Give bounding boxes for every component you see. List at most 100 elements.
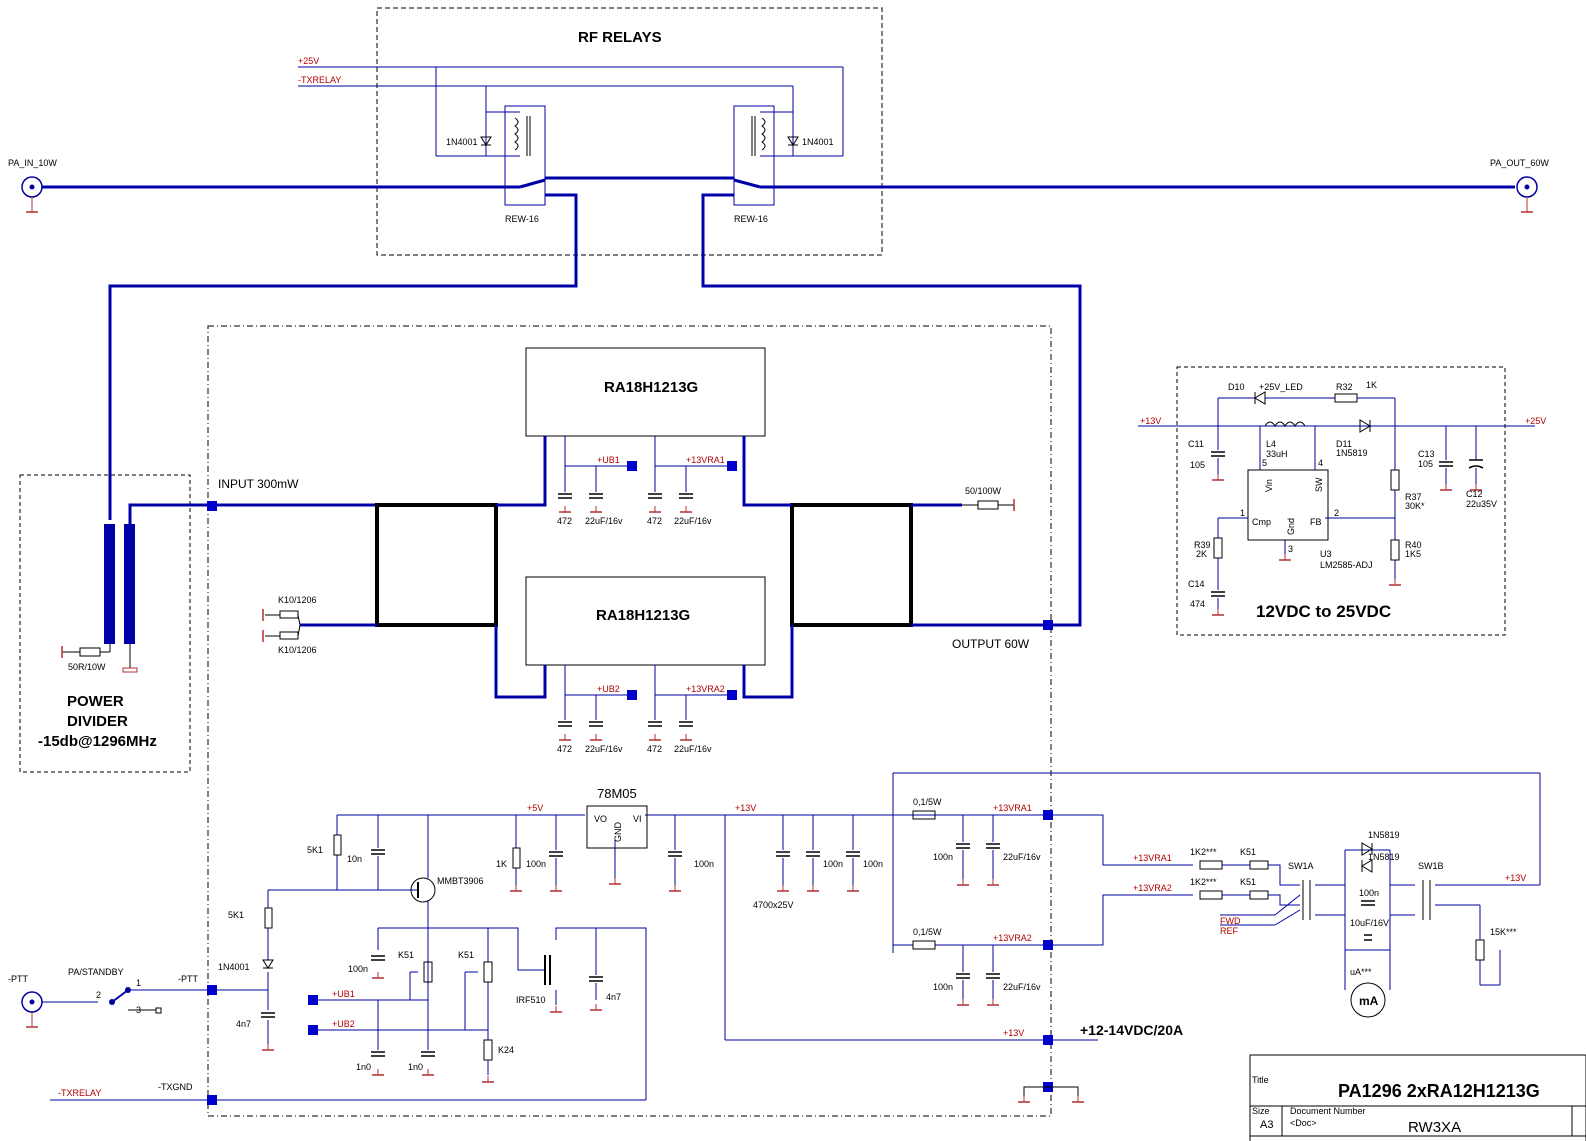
sw-pin-3: 3 bbox=[136, 1005, 141, 1015]
divider-title-2: DIVIDER bbox=[67, 713, 128, 730]
output-label: OUTPUT 60W bbox=[952, 637, 1030, 651]
title-block: Title PA1296 2xRA12H1213G Size A3 Docume… bbox=[1249, 1054, 1586, 1141]
conv-u3: U3 bbox=[1320, 549, 1332, 559]
cap-22u-4: 22uF/16v bbox=[674, 744, 712, 754]
k51-2: K51 bbox=[458, 950, 474, 960]
net-ub1-bias: +UB1 bbox=[332, 989, 355, 999]
relay-right bbox=[733, 105, 775, 206]
conv-r40v: 1K5 bbox=[1405, 549, 1421, 559]
conv-r39v: 2K bbox=[1196, 549, 1207, 559]
r-5k1-1: 5K1 bbox=[307, 845, 323, 855]
c-10n: 10n bbox=[347, 854, 362, 864]
reg-gnd: GND bbox=[613, 822, 623, 843]
c-100n-6: 100n bbox=[933, 982, 953, 992]
net-ub1: +UB1 bbox=[597, 455, 620, 465]
conv-c14v: 474 bbox=[1190, 599, 1205, 609]
cap-22u-3: 22uF/16v bbox=[585, 744, 623, 754]
module-bottom bbox=[525, 576, 766, 666]
pa-in-connector: PA_IN_10W bbox=[8, 158, 57, 213]
r-1k2-2: 1K2*** bbox=[1190, 877, 1217, 887]
pa-in-label: PA_IN_10W bbox=[8, 158, 57, 168]
rf-relays-title: RF RELAYS bbox=[578, 29, 662, 46]
cap-472-2: 472 bbox=[647, 516, 662, 526]
net-vra2-top: +13VRA2 bbox=[686, 684, 725, 694]
amplifier-board: INPUT 300mW OUTPUT 60W RA18H1213G RA18H1… bbox=[8, 325, 1541, 1117]
c-100n-4: 100n bbox=[863, 859, 883, 869]
r-5k1-2: 5K1 bbox=[228, 910, 244, 920]
title-label: Title bbox=[1252, 1075, 1269, 1085]
k51-3: K51 bbox=[1240, 847, 1256, 857]
c-10u: 10uF/16V bbox=[1350, 918, 1389, 928]
conv-fb: FB bbox=[1310, 517, 1322, 527]
relay-left-name: REW-16 bbox=[505, 214, 539, 224]
ua-label: uA*** bbox=[1350, 967, 1372, 977]
cap-22u-1: 22uF/16v bbox=[585, 516, 623, 526]
r-01-2: 0,1/5W bbox=[913, 927, 942, 937]
q-mmbt3906: MMBT3906 bbox=[437, 876, 484, 886]
meter-symbol: mA bbox=[1359, 994, 1379, 1008]
conv-r37: R37 bbox=[1405, 492, 1422, 502]
input-label: INPUT 300mW bbox=[218, 477, 299, 491]
net-13v-meter: +13V bbox=[1505, 873, 1526, 883]
conv-r37v: 30K* bbox=[1405, 501, 1425, 511]
c-100n-2: 100n bbox=[694, 859, 714, 869]
module-top bbox=[525, 347, 766, 437]
conv-gnd: Gnd bbox=[1286, 518, 1296, 535]
relay-diode-right: 1N4001 bbox=[802, 137, 834, 147]
cap-472-4: 472 bbox=[647, 744, 662, 754]
divider-title-3: -15db@1296MHz bbox=[38, 733, 157, 750]
conv-c11v: 105 bbox=[1190, 460, 1205, 470]
divider-term-label: 50R/10W bbox=[68, 662, 106, 672]
conv-in-net: +13V bbox=[1140, 416, 1161, 426]
d-1n5819-2: 1N5819 bbox=[1368, 852, 1400, 862]
conv-r32: R32 bbox=[1336, 382, 1353, 392]
size-label: Size bbox=[1252, 1106, 1270, 1116]
net-vra2-rail: +13VRA2 bbox=[993, 933, 1032, 943]
rf-relays-section: RF RELAYS +25V -TXRELAY 1N4001 1N4001 RE… bbox=[298, 7, 883, 256]
conv-d11: D11 bbox=[1336, 439, 1352, 449]
doc-value: <Doc> bbox=[1290, 1118, 1317, 1128]
pa-out-connector: PA_OUT_60W bbox=[1490, 158, 1549, 213]
conv-c13: C13 bbox=[1418, 449, 1435, 459]
net-txrelay-bottom: -TXRELAY bbox=[58, 1088, 101, 1098]
c-100n-1: 100n bbox=[526, 859, 546, 869]
reg-vi: VI bbox=[633, 814, 642, 824]
relay-diode-left: 1N4001 bbox=[446, 137, 478, 147]
conv-l4v: 33uH bbox=[1266, 449, 1288, 459]
conv-p3: 3 bbox=[1288, 544, 1293, 554]
sw1a-label: SW1A bbox=[1288, 861, 1314, 871]
conv-cmp: Cmp bbox=[1252, 517, 1271, 527]
net-vra1-rail: +13VRA1 bbox=[993, 803, 1032, 813]
input-hybrid bbox=[375, 503, 498, 627]
txgnd-label: -TXGND bbox=[158, 1082, 193, 1092]
ptt-label: -PTT bbox=[8, 974, 28, 984]
conv-p1: 1 bbox=[1240, 508, 1245, 518]
conv-d11v: 1N5819 bbox=[1336, 448, 1368, 458]
ptt-net-label: -PTT bbox=[178, 974, 198, 984]
conv-p5: 5 bbox=[1262, 458, 1267, 468]
conv-l4: L4 bbox=[1266, 439, 1276, 449]
size-value: A3 bbox=[1260, 1119, 1273, 1131]
net-vra1-meter: +13VRA1 bbox=[1133, 853, 1172, 863]
net-vra1-top: +13VRA1 bbox=[686, 455, 725, 465]
reg-vo: VO bbox=[594, 814, 607, 824]
output-hybrid bbox=[790, 503, 913, 627]
c-4n7-2: 4n7 bbox=[236, 1019, 251, 1029]
switch-label: PA/STANDBY bbox=[68, 967, 124, 977]
conv-led: +25V_LED bbox=[1259, 382, 1303, 392]
r-1k: 1K bbox=[496, 859, 507, 869]
conv-r39: R39 bbox=[1194, 540, 1211, 550]
divider-title-1: POWER bbox=[67, 693, 124, 710]
relay-right-name: REW-16 bbox=[734, 214, 768, 224]
c-4n7-1: 4n7 bbox=[606, 992, 621, 1002]
c-100n-5: 100n bbox=[933, 852, 953, 862]
cap-22u-2: 22uF/16v bbox=[674, 516, 712, 526]
schematic-title: PA1296 2xRA12H1213G bbox=[1338, 1081, 1540, 1101]
conv-c12: C12 bbox=[1466, 489, 1483, 499]
c-22u-6: 22uF/16v bbox=[1003, 982, 1041, 992]
conv-c12v: 22u35V bbox=[1466, 499, 1497, 509]
module-top-label: RA18H1213G bbox=[604, 379, 698, 396]
r-15k: 15K*** bbox=[1490, 927, 1517, 937]
conv-c11: C11 bbox=[1188, 439, 1204, 449]
